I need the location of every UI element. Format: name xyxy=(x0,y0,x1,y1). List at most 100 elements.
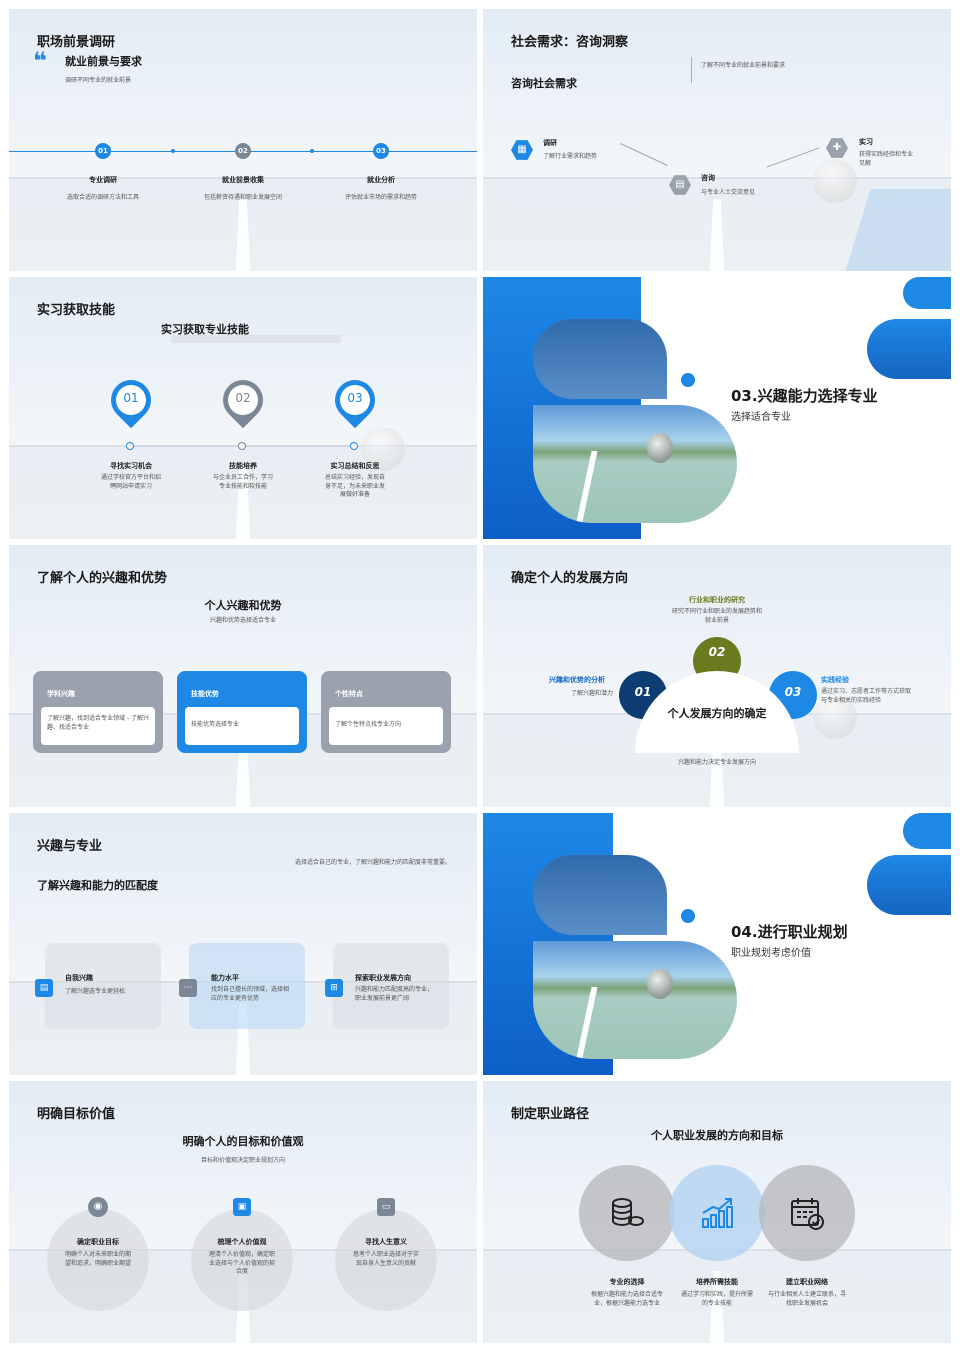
step-number: 01 xyxy=(123,391,139,405)
vase-decoration xyxy=(361,427,405,471)
slide-4[interactable]: 03.兴趣能力选择专业 选择适合专业 xyxy=(483,277,951,539)
step-label: 就业分析 xyxy=(367,176,395,184)
slide-desc: 调研不同专业的就业前景 xyxy=(65,77,132,84)
slide-subtitle: 个人兴趣和优势 xyxy=(204,599,282,612)
vase-decoration xyxy=(813,695,857,739)
step-desc: 总结实习经验，发现自身不足，为未来职业发展做好准备 xyxy=(324,474,385,499)
card-label: 学科兴趣 xyxy=(47,690,75,698)
info-card: 技能优势 技能优势选择专业 xyxy=(177,671,307,753)
subtitle-bar xyxy=(171,335,341,343)
growth-chart-icon xyxy=(702,1198,733,1228)
center-label: 个人发展方向的确定 xyxy=(667,707,767,720)
step-desc: 选取合适的调研方法和工具 xyxy=(66,194,139,201)
slide-subtitle: 明确个人的目标和价值观 xyxy=(182,1135,304,1148)
slide-desc: 选择适合自己的专业，了解兴趣和能力的匹配度非常重要。 xyxy=(295,859,452,866)
document-icon: ▤ xyxy=(35,979,53,997)
item-desc: 理清个人价值观，确定职业选择与个人价值观的契合度 xyxy=(209,1251,276,1276)
road-stripe xyxy=(574,987,598,1059)
card-body: 技能优势选择专业 xyxy=(185,707,299,745)
calendar-icon xyxy=(791,1198,824,1230)
slide-10[interactable]: 制定职业路径 个人职业发展的方向和目标 专业的选择 根据兴趣和能力选择合适专业，… xyxy=(483,1081,951,1343)
info-card xyxy=(333,943,449,1029)
item-desc: 获得实践经验和专业见解 xyxy=(859,151,914,167)
photo-road xyxy=(533,941,737,1059)
card-label: 自我兴趣 xyxy=(65,974,93,982)
step-label: 实习总结和反思 xyxy=(330,462,380,470)
slide-title: 实习获取技能 xyxy=(37,303,116,318)
step-number: 02 xyxy=(235,391,251,405)
chat-icon: ⋯ xyxy=(179,979,197,997)
item-label: 调研 xyxy=(543,139,557,147)
research-icon: ▦ xyxy=(511,140,533,160)
info-card: 学科兴趣 了解兴趣，找到适合专业领域 - 了解兴趣、找适合专业 xyxy=(33,671,163,753)
slide-6[interactable]: 确定个人的发展方向 02 01 03 个人发展方向的确定 兴趣和能力决定专业发展… xyxy=(483,545,951,807)
slide-title: 社会需求：咨询洞察 xyxy=(511,35,629,50)
slide-8[interactable]: 04.进行职业规划 职业规划考虑价值 xyxy=(483,813,951,1075)
internship-icon: ✚ xyxy=(826,138,848,158)
step-label: 专业调研 xyxy=(89,176,117,184)
vase-decoration xyxy=(813,159,857,203)
item-number: 02 xyxy=(708,645,726,659)
step-desc: 评估就业市场的需求和趋势 xyxy=(344,194,417,201)
target-icon: ◉ xyxy=(88,1197,108,1217)
slide-subtitle: 咨询社会需求 xyxy=(511,77,577,90)
photo-top xyxy=(533,319,667,399)
item-desc: 根据兴趣和能力选择合适专业，根据兴趣能力选专业 xyxy=(590,1291,663,1307)
info-card xyxy=(45,943,161,1029)
item-label: 寻找人生意义 xyxy=(365,1238,407,1246)
step-number: 03 xyxy=(347,391,363,405)
bottom-desc: 兴趣和能力决定专业发展方向 xyxy=(677,759,756,766)
slide-title: 制定职业路径 xyxy=(511,1107,590,1122)
horizon-line xyxy=(483,177,951,179)
item-circle xyxy=(191,1209,293,1311)
step-label: 就业前景收集 xyxy=(222,176,264,184)
item-label: 行业和职业的研究 xyxy=(689,596,745,604)
step-number: 02 xyxy=(235,143,251,159)
item-desc: 通过实习、志愿者工作等方式获取与专业相关的实践经验 xyxy=(821,688,912,704)
card-label: 个性特点 xyxy=(335,690,363,698)
pill-decoration xyxy=(903,813,951,849)
pill-decoration xyxy=(903,277,951,309)
timeline-dot xyxy=(350,442,358,450)
card-label: 能力水平 xyxy=(211,974,239,982)
slide-9[interactable]: 明确目标价值 明确个人的目标和价值观 目标和价值观决定职业规划方向 ◉ ▣ ▭ … xyxy=(9,1081,477,1343)
slide-title: 确定个人的发展方向 xyxy=(511,571,629,586)
item-label: 培养所需技能 xyxy=(696,1278,738,1286)
divider-line xyxy=(691,57,692,83)
timeline-dot xyxy=(310,149,314,153)
road-background xyxy=(483,1251,951,1343)
step-number: 01 xyxy=(95,143,111,159)
step-label: 技能培养 xyxy=(229,462,257,470)
connector-line xyxy=(766,147,820,168)
item-number: 03 xyxy=(784,685,802,699)
item-desc: 了解兴趣和潜力 xyxy=(571,690,614,697)
slide-1[interactable]: 职场前景调研 ❝ 就业前景与要求 调研不同专业的就业前景 01 02 03 专业… xyxy=(9,9,477,271)
item-number: 01 xyxy=(634,685,652,699)
connector-line xyxy=(620,143,668,166)
item-desc: 与行业相关人士建立联系，寻找职业发展机会 xyxy=(767,1291,846,1307)
slide-3[interactable]: 实习获取技能 实习获取专业技能 01 02 03 寻找实习机会 技能培养 实习总… xyxy=(9,277,477,539)
item-circle xyxy=(47,1209,149,1311)
item-circle xyxy=(335,1209,437,1311)
card-desc: 找到自己擅长的领域，选择相应的专业更有优势 xyxy=(211,986,290,1002)
coins-icon xyxy=(612,1198,644,1227)
consult-icon: ▤ xyxy=(669,175,691,195)
slide-2[interactable]: 社会需求：咨询洞察 咨询社会需求 了解不同专业的就业前景和要求 ▦ 调研 了解行… xyxy=(483,9,951,271)
slide-7[interactable]: 兴趣与专业 了解兴趣和能力的匹配度 选择适合自己的专业，了解兴趣和能力的匹配度非… xyxy=(9,813,477,1075)
info-card xyxy=(189,943,305,1029)
step-desc: 与企业员工合作，学习专业技能和软技能 xyxy=(212,474,273,490)
item-circle xyxy=(669,1165,765,1261)
section-title: 04.进行职业规划 xyxy=(731,923,848,941)
vase-photo xyxy=(647,433,673,463)
horizon-line xyxy=(9,177,477,179)
item-label: 咨询 xyxy=(701,174,715,182)
slide-title: 兴趣与专业 xyxy=(37,839,103,854)
step-label: 寻找实习机会 xyxy=(110,462,152,470)
road-stripe xyxy=(574,451,598,523)
slide-subtitle: 就业前景与要求 xyxy=(65,55,142,68)
item-desc: 明确个人对未来职业的期望和追求，明确职业期望 xyxy=(65,1251,132,1267)
step-desc: 通过学校官方平台和招聘网站申请实习 xyxy=(100,474,161,490)
network-icon: ⊞ xyxy=(325,979,343,997)
slide-5[interactable]: 了解个人的兴趣和优势 个人兴趣和优势 兴趣和优势选择适合专业 学科兴趣 了解兴趣… xyxy=(9,545,477,807)
item-label: 建立职业网络 xyxy=(786,1278,828,1286)
